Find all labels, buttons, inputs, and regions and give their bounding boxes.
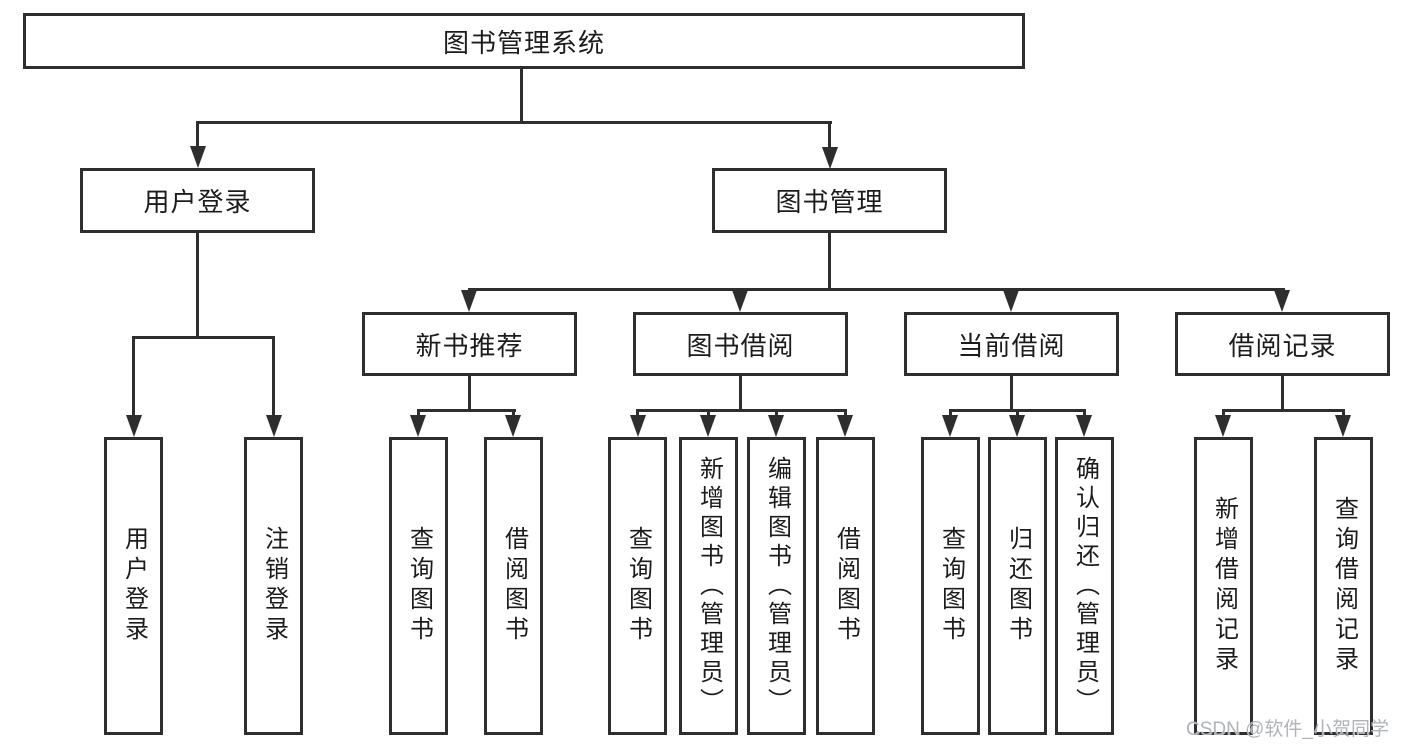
node-root-label: 图书管理系统	[442, 27, 605, 58]
connector-recommend-stem	[468, 376, 471, 412]
leaf-logout: 注销登录	[244, 437, 303, 735]
leaf-label: 用户登录	[120, 526, 148, 646]
connector-root-stem	[520, 69, 523, 124]
leaf-user-login: 用户登录	[104, 437, 163, 735]
node-book-borrowing-label: 图书借阅	[686, 330, 795, 361]
node-book-borrowing: 图书借阅	[633, 312, 848, 376]
leaf-add-borrow-record: 新增借阅记录	[1194, 437, 1253, 735]
connector-management-bar	[468, 288, 1285, 291]
leaf-query-books-current: 查询图书	[921, 437, 980, 735]
node-borrowing-records: 借阅记录	[1175, 312, 1390, 376]
connector-drop-leaf	[272, 339, 275, 419]
leaf-label: 查询图书	[405, 526, 433, 646]
node-current-borrowing: 当前借阅	[904, 312, 1119, 376]
leaf-label: 确认归还（管理员）	[1071, 455, 1099, 717]
node-borrowing-records-label: 借阅记录	[1228, 330, 1337, 361]
leaf-label: 编辑图书（管理员）	[763, 455, 791, 717]
arrowhead	[505, 415, 521, 437]
connector-user-stem	[196, 233, 199, 339]
arrowhead	[837, 415, 853, 437]
leaf-label: 查询图书	[624, 526, 652, 646]
leaf-label: 查询借阅记录	[1330, 496, 1358, 676]
arrowhead	[822, 147, 838, 169]
node-book-management-label: 图书管理	[775, 187, 884, 217]
connector-records-stem	[1281, 376, 1284, 412]
arrowhead	[942, 415, 958, 437]
connector-root-bar	[196, 121, 832, 124]
node-book-management: 图书管理	[712, 168, 947, 233]
leaf-label: 注销登录	[260, 526, 288, 646]
arrowhead	[1215, 415, 1231, 437]
leaf-label: 新增图书（管理员）	[695, 455, 723, 717]
arrowhead	[700, 415, 716, 437]
node-new-book-recommend: 新书推荐	[362, 312, 577, 376]
node-new-book-recommend-label: 新书推荐	[415, 330, 524, 361]
leaf-label: 归还图书	[1004, 526, 1032, 646]
connector-borrowing-bar	[636, 409, 847, 412]
leaf-label: 新增借阅记录	[1210, 496, 1238, 676]
arrowhead	[630, 415, 646, 437]
arrowhead	[768, 415, 784, 437]
connector-current-stem	[1010, 376, 1013, 412]
arrowhead	[732, 290, 748, 312]
arrowhead	[1003, 290, 1019, 312]
node-user-login-label: 用户登录	[143, 187, 252, 217]
connector-user-bar	[132, 336, 275, 339]
connector-drop-user	[196, 121, 199, 151]
leaf-borrow-books-borrowing: 借阅图书	[816, 437, 875, 735]
connector-current-bar	[949, 409, 1086, 412]
leaf-confirm-return-admin: 确认归还（管理员）	[1055, 437, 1114, 735]
arrowhead	[1335, 415, 1351, 437]
arrowhead	[190, 146, 206, 168]
leaf-add-book-admin: 新增图书（管理员）	[679, 437, 738, 735]
arrowhead	[1274, 290, 1290, 312]
leaf-edit-book-admin: 编辑图书（管理员）	[747, 437, 806, 735]
connector-records-bar	[1222, 409, 1345, 412]
arrowhead	[461, 290, 477, 312]
node-root: 图书管理系统	[23, 13, 1025, 69]
node-user-login: 用户登录	[80, 168, 315, 233]
leaf-query-books-borrowing: 查询图书	[608, 437, 667, 735]
connector-drop-management	[828, 121, 831, 151]
arrowhead	[126, 415, 142, 437]
arrowhead	[1009, 415, 1025, 437]
leaf-return-book: 归还图书	[988, 437, 1047, 735]
leaf-label: 借阅图书	[500, 526, 528, 646]
arrowhead	[266, 415, 282, 437]
leaf-borrow-books-recommend: 借阅图书	[484, 437, 543, 735]
arrowhead	[410, 415, 426, 437]
arrowhead	[1076, 415, 1092, 437]
node-current-borrowing-label: 当前借阅	[957, 330, 1066, 361]
connector-drop-leaf	[132, 339, 135, 419]
connector-recommend-bar	[417, 409, 516, 412]
leaf-label: 查询图书	[937, 526, 965, 646]
leaf-query-borrow-record: 查询借阅记录	[1314, 437, 1373, 735]
csdn-watermark: CSDN @软件_小贺同学	[1186, 719, 1389, 740]
connector-borrowing-stem	[739, 376, 742, 412]
leaf-label: 借阅图书	[832, 526, 860, 646]
connector-management-stem	[828, 233, 831, 291]
leaf-query-books-recommend: 查询图书	[389, 437, 448, 735]
